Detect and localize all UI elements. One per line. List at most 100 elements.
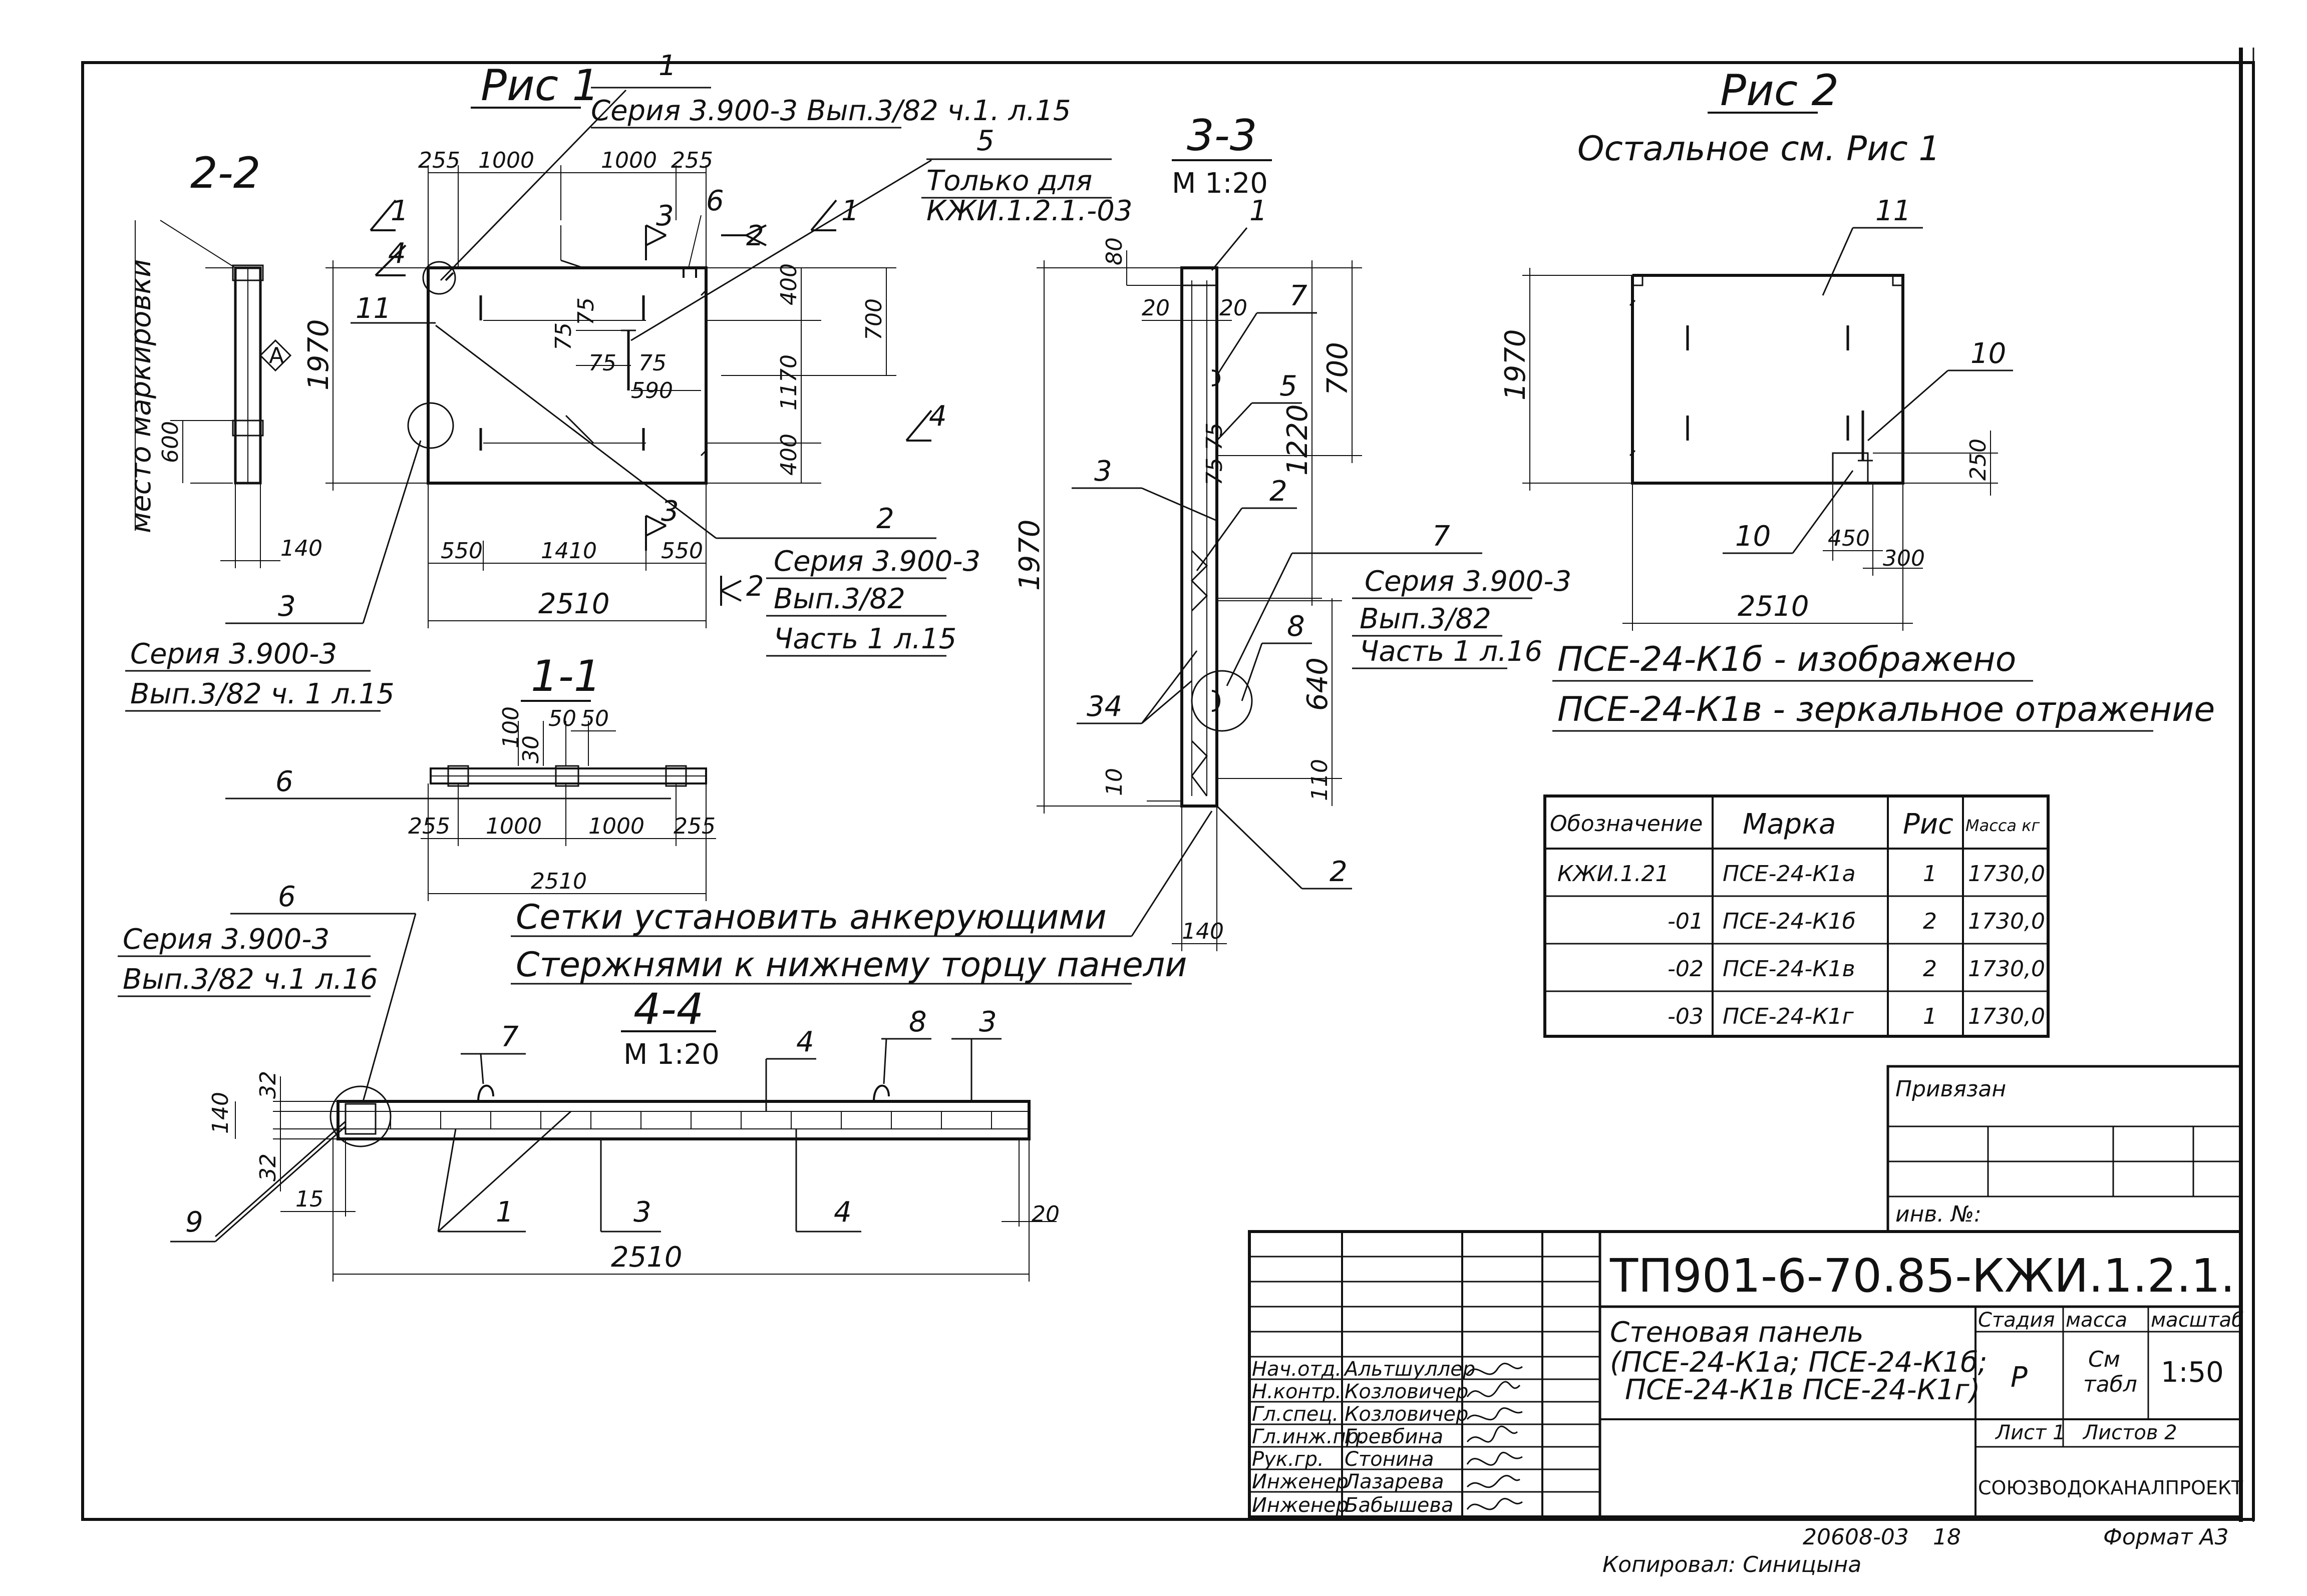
staff-role-6: Инженер <box>1252 1470 1349 1493</box>
sec33-dim-10: 10 <box>1102 768 1127 796</box>
stamp-name-3: ПСЕ-24-К1в ПСЕ-24-К1г) <box>1625 1374 1980 1406</box>
cut-1-right: 1 <box>841 195 859 227</box>
note-anchor-1: Сетки установить анкерующими <box>516 898 1107 937</box>
fig2-dim-1970: 1970 <box>1499 329 1532 401</box>
sec33-series-1: Серия 3.900-3 <box>1365 565 1571 598</box>
table-row: Инженер Лазарева <box>1252 1470 1444 1493</box>
sec11-dim-50-a: 50 <box>548 706 576 731</box>
dim-75-c: 75 <box>588 350 616 376</box>
stamp-mass-1: См <box>2088 1347 2120 1372</box>
series-right-2: Вып.3/82 <box>774 583 905 615</box>
footer-copied: Копировал: Синицына <box>1602 1552 1861 1577</box>
series-left-2: Вып.3/82 ч. 1 л.15 <box>130 678 395 710</box>
sec33-dim-75-b: 75 <box>1202 458 1227 486</box>
spec-row-4-mass: 1730,0 <box>1968 1004 2045 1029</box>
dim-75-d: 75 <box>638 350 667 376</box>
marking-place: место маркировки <box>125 259 157 533</box>
sec44-dim-15: 15 <box>295 1186 323 1212</box>
signatures <box>1466 1363 1523 1510</box>
table-row: -03 ПСЕ-24-К1г 1 1730,0 <box>1668 1004 2045 1029</box>
dim-75-a: 75 <box>551 322 576 350</box>
section-3-3-title: 3-3 <box>1187 111 1257 161</box>
dim-700: 700 <box>861 298 887 340</box>
fig2-callout-10-top: 10 <box>1970 337 2006 370</box>
table-row: Н.контр. Козловичер <box>1252 1380 1468 1403</box>
spec-row-3-mass: 1730,0 <box>1968 956 2045 982</box>
staff-role-7: Инженер <box>1252 1494 1349 1517</box>
note-anchor-2: Стержнями к нижнему торцу панели <box>516 945 1187 985</box>
dim-1000-b: 1000 <box>601 148 657 173</box>
spec-header-fig: Рис <box>1903 808 1953 841</box>
fig1-callout-11: 11 <box>356 292 391 325</box>
note-series-2: Вып.3/82 ч.1 л.16 <box>123 963 378 996</box>
dim-550-b: 550 <box>661 538 703 564</box>
marking-label-a: А <box>269 343 284 368</box>
sec44-callout-7: 7 <box>501 1021 519 1053</box>
sec33-dim-80: 80 <box>1102 237 1127 265</box>
dim-255-a: 255 <box>418 148 460 173</box>
sec11-dim-30: 30 <box>518 735 544 763</box>
note-callout-6: 6 <box>278 881 296 913</box>
sec11-dim-2510: 2510 <box>531 869 587 894</box>
sec33-dim-1970: 1970 <box>1014 519 1046 591</box>
sec44-dim-140: 140 <box>208 1092 233 1134</box>
staff-name-6: Лазарева <box>1344 1470 1444 1493</box>
footer-format: Формат А3 <box>2103 1524 2229 1550</box>
sec33-dim-20-b: 20 <box>1219 295 1247 321</box>
spec-header-mass: Масса кг <box>1965 816 2040 835</box>
sec11-dim-100: 100 <box>498 706 524 748</box>
sec44-callout-9: 9 <box>185 1206 203 1239</box>
sec33-callout-2-bottom: 2 <box>1330 856 1348 888</box>
table-row: Инженер Бабышева <box>1252 1494 1454 1517</box>
table-row: -01 ПСЕ-24-К1б 2 1730,0 <box>1668 909 2045 934</box>
title-block: Привязан инв. №: ТП901-6-70.85-КЖИ.1.2.1… <box>1248 1065 2244 1518</box>
sec33-series-2: Вып.3/82 <box>1360 603 1491 635</box>
dim-75-b: 75 <box>573 297 599 325</box>
dim-2510: 2510 <box>538 588 610 620</box>
sec44-callout-4-top: 4 <box>796 1026 814 1058</box>
cut-3-top: 3 <box>656 200 674 232</box>
staff-role-4: Гл.инж.пр. <box>1252 1425 1365 1448</box>
sec33-dim-20-a: 20 <box>1142 295 1170 321</box>
spec-row-2-mass: 1730,0 <box>1968 909 2045 934</box>
fig1-cut-marks: 1 1 4 4 3 3 2 2 <box>370 195 947 606</box>
section-3-3-scale: М 1:20 <box>1172 167 1268 200</box>
fig1-series-ref-top: Серия 3.900-3 Вып.3/82 ч.1. л.15 <box>591 95 1071 127</box>
sec11-dim-50-b: 50 <box>581 706 609 731</box>
table-row: КЖИ.1.21 ПСЕ-24-К1а 1 1730,0 <box>1557 861 2045 887</box>
dim-590: 590 <box>631 378 673 404</box>
fig2-variant-2: ПСЕ-24-К1в - зеркальное отражение <box>1557 690 2215 729</box>
fig2-dim-250: 250 <box>1965 439 1991 481</box>
table-row: Гл.инж.пр. Гревбина <box>1252 1425 1443 1448</box>
fig1-opening-dimensions: 75 75 75 75 590 <box>551 297 701 404</box>
sec11-dim-1000-b: 1000 <box>588 814 644 839</box>
fig2-dim-2510: 2510 <box>1738 590 1809 623</box>
stamp-name-2: (ПСЕ-24-К1а; ПСЕ-24-К1б; <box>1610 1346 1988 1379</box>
staff-name-1: Альтшуллер <box>1343 1358 1475 1381</box>
note-series-1: Серия 3.900-3 <box>123 923 329 956</box>
staff-name-5: Стонина <box>1345 1448 1434 1471</box>
sec33-dim-140: 140 <box>1182 919 1224 944</box>
dim-400-a: 400 <box>776 263 802 305</box>
staff-role-3: Гл.спец. <box>1252 1403 1339 1426</box>
sec33-callout-1: 1 <box>1249 195 1267 227</box>
cut-2-bottom: 2 <box>746 570 764 603</box>
dim-1170: 1170 <box>776 354 802 411</box>
fig2-dim-450: 450 <box>1828 526 1870 551</box>
sec33-dim-110: 110 <box>1307 759 1333 801</box>
spec-row-1-mass: 1730,0 <box>1968 861 2045 887</box>
sec33-callout-7-top: 7 <box>1289 280 1307 312</box>
fig2-elevation: Рис 2 Остальное см. Рис 1 11 1970 250 10… <box>1499 66 2215 732</box>
dim-600: 600 <box>158 421 183 463</box>
sec44-dim-32-b: 32 <box>255 1153 281 1181</box>
cut-1-left: 1 <box>391 195 409 227</box>
sec44-callout-3-bottom: 3 <box>633 1196 651 1229</box>
fig2-callout-10-bottom: 10 <box>1735 520 1771 553</box>
fig1-bottom-dimensions: 550 1410 550 2510 <box>428 483 707 628</box>
dim-140-left: 140 <box>280 536 322 561</box>
sec11-dim-255-b: 255 <box>674 814 716 839</box>
staff-name-7: Бабышева <box>1345 1494 1454 1517</box>
sec33-callout-3: 3 <box>1094 455 1112 488</box>
sec44-dim-20: 20 <box>1032 1202 1060 1227</box>
